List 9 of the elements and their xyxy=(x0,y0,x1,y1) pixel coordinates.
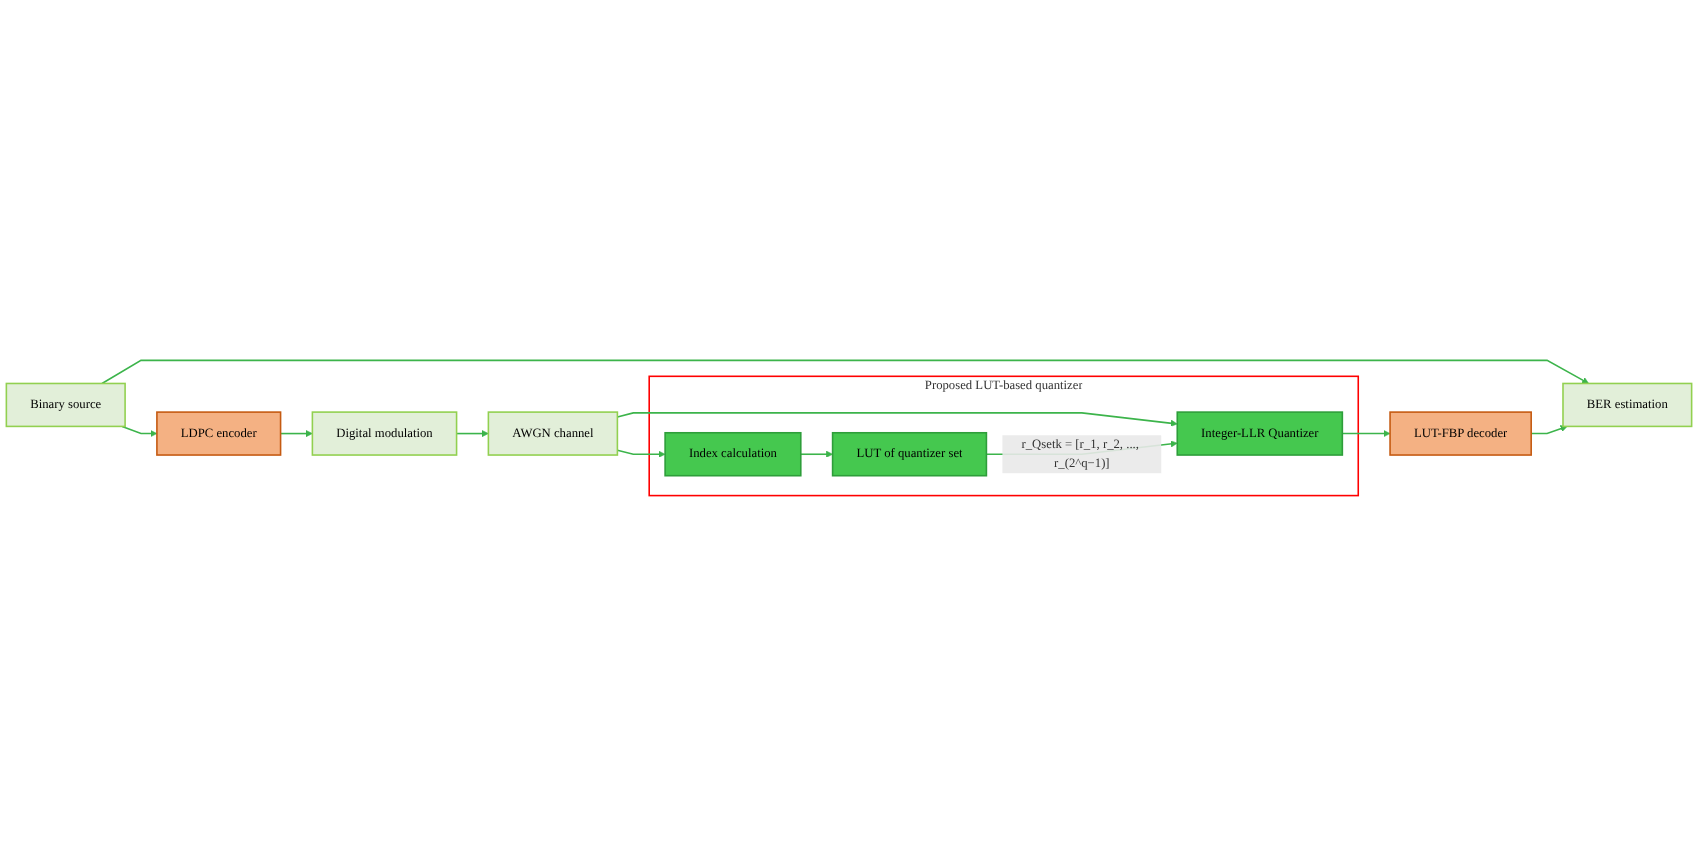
arrow xyxy=(279,430,313,438)
arrow xyxy=(616,449,666,458)
arrow xyxy=(121,425,158,438)
arrow xyxy=(616,412,1178,427)
arrow xyxy=(1341,430,1391,438)
arrow xyxy=(1530,425,1568,435)
arrow xyxy=(455,430,489,438)
arrow xyxy=(800,450,833,458)
arrow xyxy=(101,359,1589,385)
